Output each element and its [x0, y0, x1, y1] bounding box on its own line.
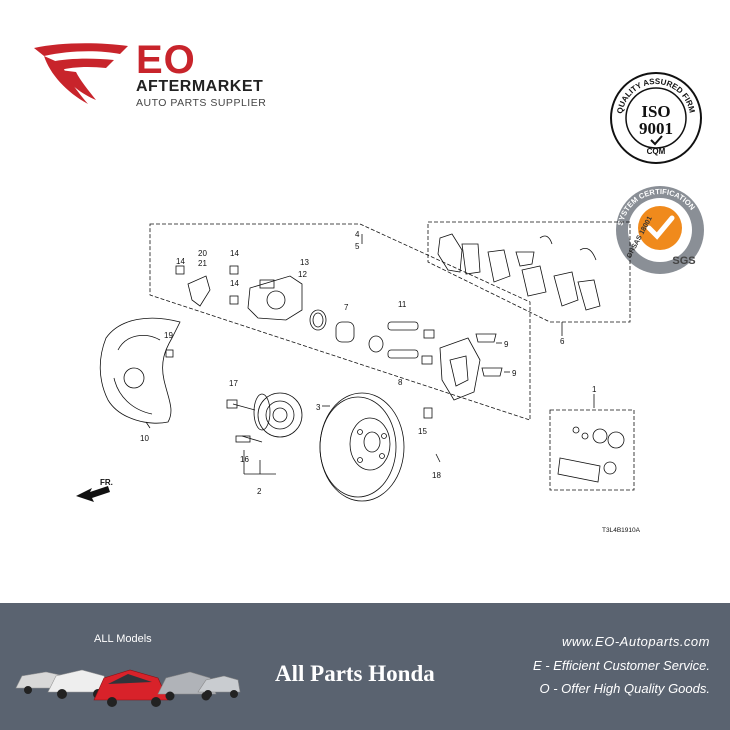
models-label: ALL Models — [94, 633, 152, 645]
callout-19: 19 — [164, 331, 173, 340]
callout-6: 6 — [560, 337, 565, 346]
iso-number: 9001 — [639, 119, 673, 138]
brand-logo: EO AFTERMARKET AUTO PARTS SUPPLIER — [30, 40, 270, 110]
callout-5: 5 — [355, 242, 360, 251]
callout-9a: 9 — [504, 340, 509, 349]
brake-parts-diagram: FR. 1 2 3 4 5 6 7 8 9 9 10 11 12 13 14 1… — [76, 221, 635, 502]
callout-12: 12 — [298, 270, 307, 279]
footer-banner: ALL Models All Pa — [0, 603, 730, 730]
pad-clip-part — [475, 333, 497, 343]
callout-17: 17 — [229, 379, 238, 388]
direction-label: FR. — [100, 478, 113, 487]
piston-seal-part — [309, 309, 327, 331]
callout-7: 7 — [344, 303, 349, 312]
callout-3: 3 — [316, 403, 321, 412]
brake-pad-part — [437, 233, 463, 273]
check-icon — [650, 135, 663, 146]
callout-11: 11 — [398, 300, 407, 309]
car-icon — [197, 675, 241, 698]
callout-18: 18 — [432, 471, 441, 480]
callout-2: 2 — [257, 487, 262, 496]
bracket-part — [187, 275, 211, 307]
sgs-label: SGS — [672, 255, 695, 267]
callout-14c: 14 — [230, 279, 239, 288]
callout-15: 15 — [418, 427, 427, 436]
pad-spring-part — [539, 235, 553, 245]
brand-tagline: AUTO PARTS SUPPLIER — [136, 97, 267, 109]
callout-14a: 14 — [176, 257, 185, 266]
car-icon — [93, 669, 169, 707]
piston-part — [335, 321, 355, 343]
check-icon — [646, 215, 675, 240]
brand-name: EO — [136, 38, 196, 82]
caliper-group-frame — [149, 223, 531, 421]
callout-13: 13 — [300, 258, 309, 267]
brand-subtitle: AFTERMARKET — [136, 78, 264, 95]
seal-kit-frame — [549, 409, 635, 491]
car-lineup-image — [15, 669, 241, 707]
callout-20: 20 — [198, 249, 207, 258]
iso-label: ISO — [641, 102, 670, 121]
callout-16: 16 — [240, 455, 249, 464]
iso-org: CQM — [647, 147, 666, 156]
sgs-certification-seal: SYSTEM CERTIFICATION OHSAS 18001 SGS — [616, 186, 704, 274]
wing-logo-icon — [34, 43, 128, 104]
callout-10: 10 — [140, 434, 149, 443]
dust-shield-part — [99, 317, 181, 424]
tagline-efficient: E - Efficient Customer Service. — [533, 658, 710, 673]
callout-14b: 14 — [230, 249, 239, 258]
callout-1: 1 — [592, 385, 597, 394]
footer-title: All Parts Honda — [275, 661, 435, 686]
iso-9001-seal: QUALITY ASSURED FIRM ISO 9001 CQM — [610, 72, 702, 164]
bolt-part — [175, 265, 185, 275]
guide-pin-part — [387, 321, 419, 331]
callout-4: 4 — [355, 230, 360, 239]
tagline-quality: O - Offer High Quality Goods. — [539, 681, 710, 696]
diagram-code: T3L4B1910A — [602, 527, 640, 534]
website-link[interactable]: www.EO-Autoparts.com — [562, 634, 710, 649]
caliper-bracket-part — [439, 337, 481, 401]
callout-8: 8 — [398, 378, 403, 387]
hub-bearing-part — [257, 392, 303, 438]
seal-kit-part — [572, 426, 580, 434]
caliper-body-part — [247, 275, 303, 321]
front-direction-arrow-icon — [76, 486, 110, 502]
callout-9b: 9 — [512, 369, 517, 378]
boot-part — [368, 335, 384, 353]
pad-kit-frame — [427, 221, 631, 323]
callout-21: 21 — [198, 259, 207, 268]
